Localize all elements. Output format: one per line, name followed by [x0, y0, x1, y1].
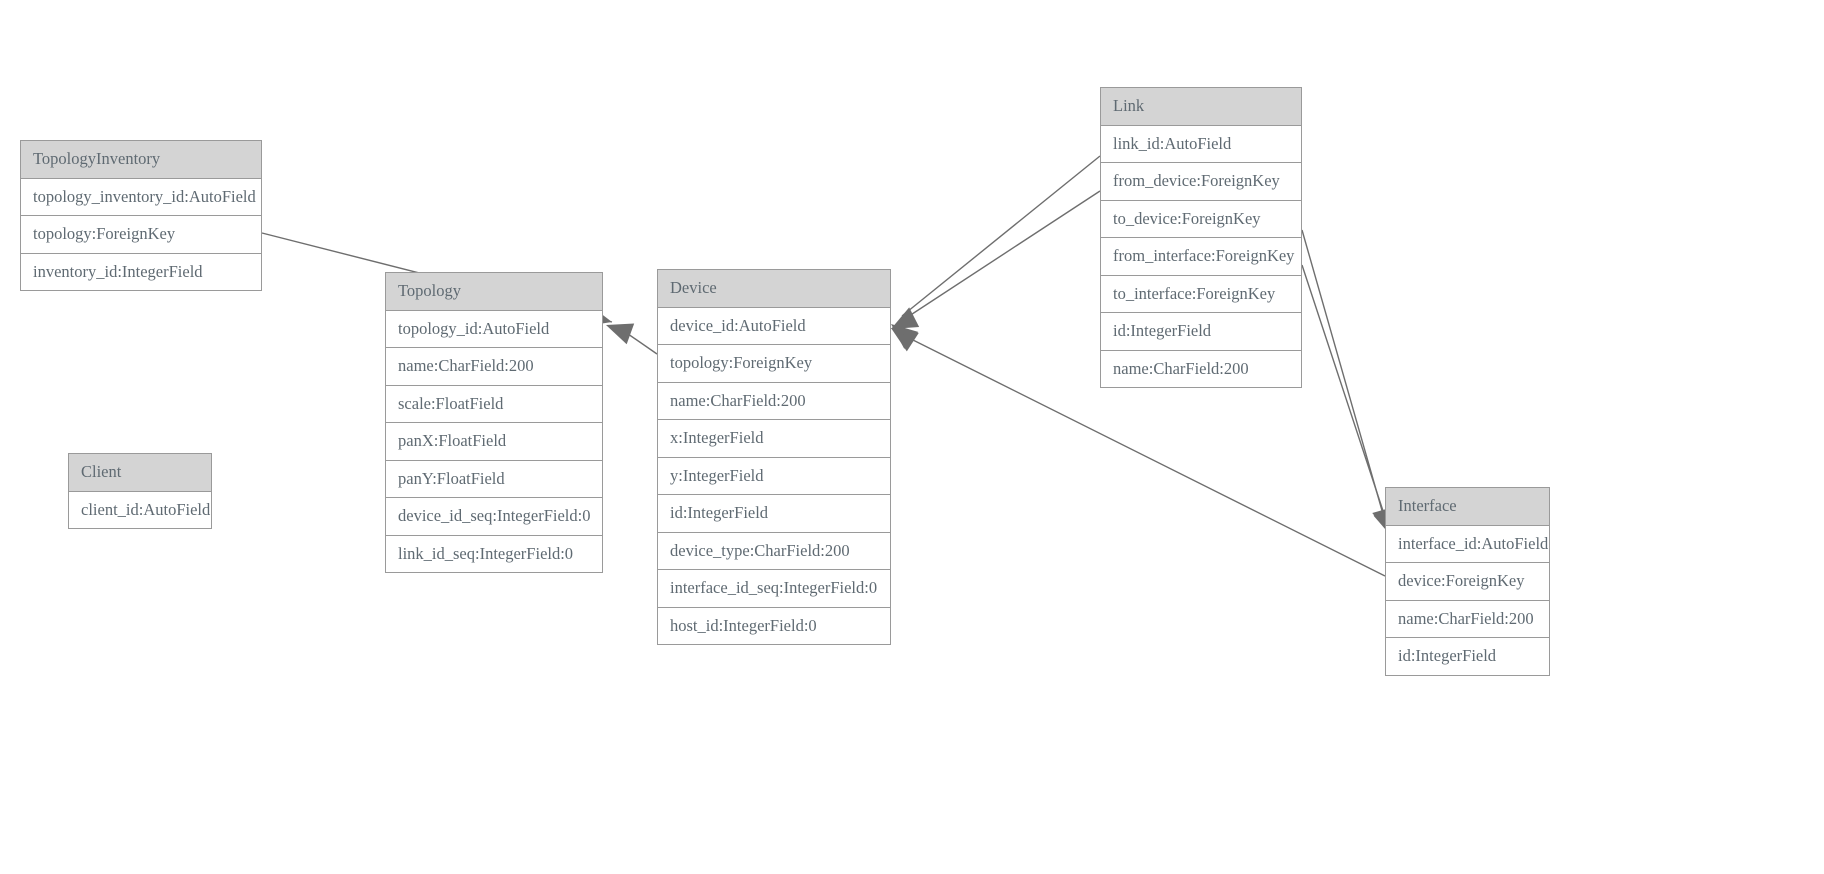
- relationship-line: [1301, 264, 1388, 524]
- entity-field-row[interactable]: topology_inventory_id:AutoField: [21, 178, 261, 216]
- entity-field-row[interactable]: to_interface:ForeignKey: [1101, 275, 1301, 313]
- entity-field-row[interactable]: id:IntegerField: [658, 495, 890, 533]
- entity-field-row[interactable]: name:CharField:200: [386, 348, 602, 386]
- relationship-rel-link-to_device-device: [891, 190, 1101, 352]
- entity-field-row[interactable]: id:IntegerField: [1101, 313, 1301, 351]
- entity-field-row[interactable]: topology_id:AutoField: [386, 310, 602, 348]
- entity-field-row[interactable]: client_id:AutoField: [69, 491, 211, 528]
- entity-title-client: Client: [69, 454, 211, 492]
- entity-field-row[interactable]: device_id:AutoField: [658, 307, 890, 345]
- entity-field-row[interactable]: from_interface:ForeignKey: [1101, 238, 1301, 276]
- relationship-rel-link-from_device-device: [891, 155, 1101, 349]
- entity-title-device: Device: [658, 270, 890, 308]
- entity-title-link: Link: [1101, 88, 1301, 126]
- entity-field-row[interactable]: scale:FloatField: [386, 385, 602, 423]
- entity-field-row[interactable]: x:IntegerField: [658, 420, 890, 458]
- entity-title-interface: Interface: [1386, 488, 1549, 526]
- entity-field-row[interactable]: interface_id:AutoField: [1386, 525, 1549, 563]
- entity-field-row[interactable]: device_type:CharField:200: [658, 532, 890, 570]
- entity-field-row[interactable]: interface_id_seq:IntegerField:0: [658, 570, 890, 608]
- entity-field-row[interactable]: inventory_id:IntegerField: [21, 253, 261, 290]
- entity-field-row[interactable]: from_device:ForeignKey: [1101, 163, 1301, 201]
- relationship-line: [1301, 229, 1386, 522]
- entity-field-row[interactable]: name:CharField:200: [658, 382, 890, 420]
- relationship-rel-device-topology: [606, 323, 658, 355]
- entity-field-row[interactable]: id:IntegerField: [1386, 638, 1549, 675]
- entity-field-row[interactable]: link_id:AutoField: [1101, 125, 1301, 163]
- entity-field-row[interactable]: link_id_seq:IntegerField:0: [386, 535, 602, 572]
- entity-field-row[interactable]: host_id:IntegerField:0: [658, 607, 890, 644]
- relationship-line: [617, 326, 658, 355]
- entity-field-row[interactable]: to_device:ForeignKey: [1101, 200, 1301, 238]
- relationship-arrowhead-icon: [606, 323, 635, 345]
- relationship-line: [902, 190, 1101, 321]
- entity-field-row[interactable]: name:CharField:200: [1386, 600, 1549, 638]
- entity-field-row[interactable]: device:ForeignKey: [1386, 563, 1549, 601]
- entity-field-row[interactable]: topology:ForeignKey: [658, 345, 890, 383]
- entity-field-row[interactable]: device_id_seq:IntegerField:0: [386, 498, 602, 536]
- entity-field-row[interactable]: y:IntegerField: [658, 457, 890, 495]
- entity-title-topology_inventory: TopologyInventory: [21, 141, 261, 179]
- entity-field-row[interactable]: panX:FloatField: [386, 423, 602, 461]
- entity-field-row[interactable]: name:CharField:200: [1101, 350, 1301, 387]
- relationship-line: [901, 155, 1101, 317]
- entity-field-row[interactable]: topology:ForeignKey: [21, 216, 261, 254]
- entity-field-row[interactable]: panY:FloatField: [386, 460, 602, 498]
- entity-title-topology: Topology: [386, 273, 602, 311]
